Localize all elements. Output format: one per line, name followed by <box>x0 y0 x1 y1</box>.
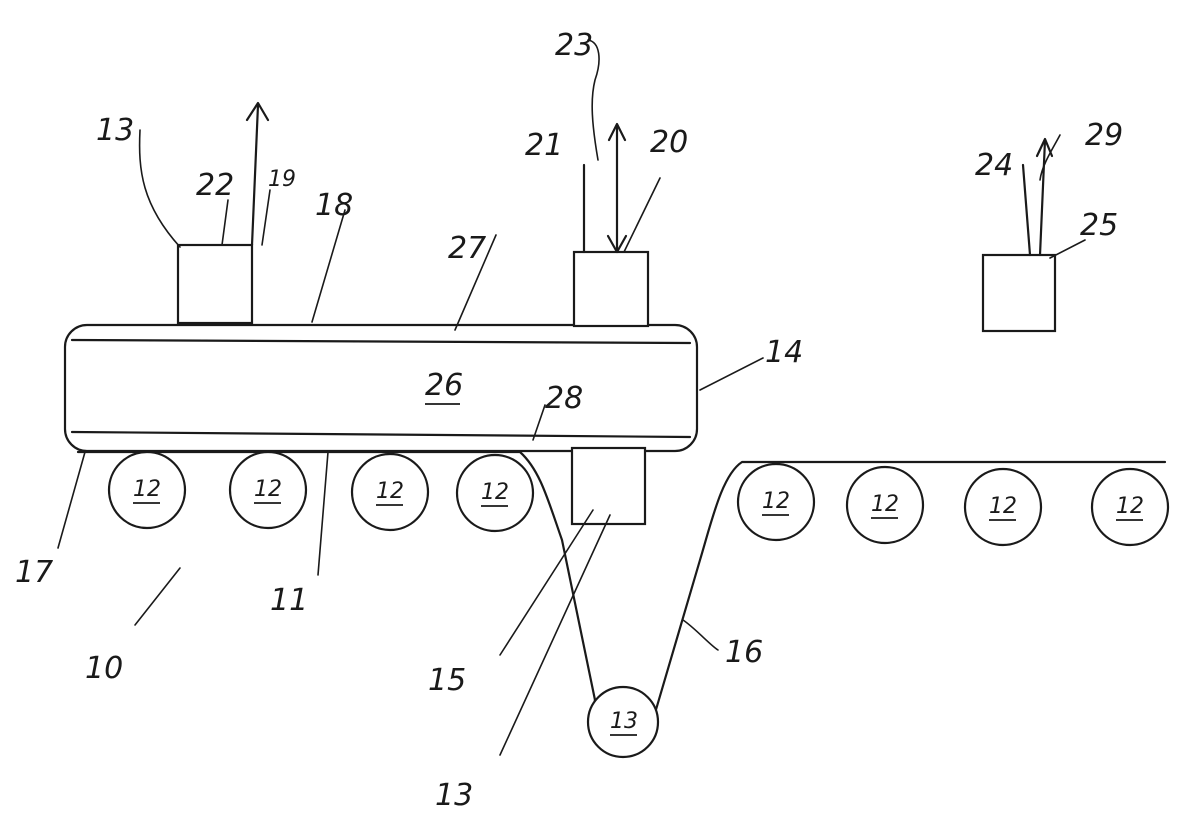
roller-label: 12 <box>133 477 161 502</box>
label-25: 25 <box>1080 208 1118 243</box>
label-27: 27 <box>448 231 486 266</box>
roller-label: 12 <box>376 479 404 504</box>
roller-label: 13 <box>610 709 638 734</box>
top-middle-box <box>572 250 650 328</box>
roller-label: 12 <box>762 489 790 514</box>
roller-label: 12 <box>989 494 1017 519</box>
roller-label: 12 <box>1116 494 1144 519</box>
label-29: 29 <box>1085 118 1123 153</box>
right-box-arrows <box>1021 134 1086 259</box>
label-20: 20 <box>650 125 688 160</box>
top-left-box <box>176 243 254 325</box>
roller <box>1090 467 1170 547</box>
label-24: 24 <box>975 148 1013 183</box>
roller <box>736 462 816 542</box>
label-18: 18 <box>315 188 353 223</box>
label-28: 28 <box>545 381 583 416</box>
middle-box-arrows <box>582 39 661 254</box>
roller-label: 12 <box>871 492 899 517</box>
roller <box>350 452 430 532</box>
roller-row-left <box>107 450 535 533</box>
label-26: 26 <box>425 368 463 403</box>
left-box-arrows <box>138 101 346 323</box>
roller <box>455 453 535 533</box>
housing-14 <box>63 323 699 453</box>
web-strip <box>76 450 1167 732</box>
roller-label: 12 <box>481 480 509 505</box>
roller <box>107 450 187 530</box>
roller-label: 12 <box>254 477 282 502</box>
label-14: 14 <box>765 335 803 370</box>
label-19: 19 <box>268 167 296 192</box>
roller <box>963 467 1043 547</box>
label-23: 23 <box>555 28 593 63</box>
right-box <box>981 253 1057 333</box>
label-16: 16 <box>725 635 763 670</box>
bottom-roller <box>586 685 660 759</box>
roller-labels: 12 12 12 12 12 12 12 12 13 <box>133 477 1144 736</box>
roller <box>228 450 308 530</box>
label-15: 15 <box>428 663 466 698</box>
label-10: 10 <box>85 651 123 686</box>
label-21: 21 <box>525 128 563 163</box>
bottom-box <box>570 446 647 526</box>
label-11: 11 <box>270 583 308 618</box>
label-17: 17 <box>15 555 53 590</box>
label-13-top: 13 <box>96 113 134 148</box>
roller <box>845 465 925 545</box>
label-13-bottom: 13 <box>435 778 473 813</box>
roller-row-right <box>736 462 1170 547</box>
reference-labels: 13 22 19 18 27 21 20 23 24 29 25 14 26 2… <box>15 28 1123 813</box>
label-22: 22 <box>196 168 234 203</box>
leader-lines <box>57 234 764 756</box>
